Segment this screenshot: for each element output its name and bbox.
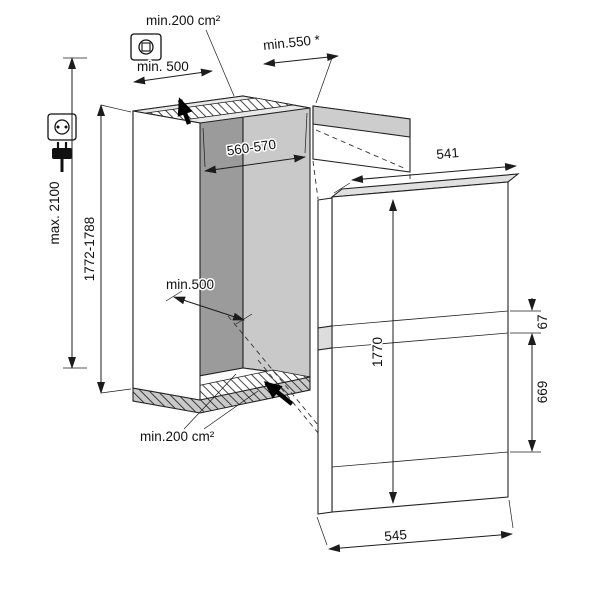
dim-ext	[508, 499, 514, 529]
dim-niche-depth-line	[263, 53, 339, 67]
recess-diagonal	[315, 129, 407, 170]
dim-appliance-base-depth-line	[328, 530, 513, 553]
leader-line	[203, 390, 259, 430]
label-appliance-base-depth: 545	[384, 527, 408, 544]
dim-ext	[315, 57, 333, 104]
upper-door-edge	[317, 197, 333, 329]
lower-door-edge	[317, 347, 333, 515]
dim-ext	[100, 104, 132, 113]
label-total-height: max. 2100	[47, 181, 62, 244]
label-appliance-depth: 541	[436, 145, 460, 162]
dim-base-depth-line	[173, 296, 245, 321]
lower-section-line	[331, 451, 509, 468]
recess-top-strip	[312, 105, 411, 138]
label-top-vent-area: min.200 cm²	[146, 13, 221, 28]
niche-cutaway	[132, 95, 311, 414]
projection-line	[227, 315, 333, 443]
appliance-body	[331, 181, 509, 513]
airflow-arrow-top	[177, 97, 193, 125]
label-appliance-height: 1770	[370, 337, 385, 367]
dim-ext	[333, 182, 351, 194]
niche-left-wall	[132, 110, 201, 401]
dim-ext	[304, 112, 308, 154]
dim-top-vent-width-line	[133, 68, 213, 85]
compartment-split-lower	[331, 332, 509, 349]
dim-appliance-depth-line	[351, 162, 517, 184]
dim-ext	[316, 516, 328, 546]
label-base-vent-area: min.200 cm²	[140, 429, 215, 444]
label-lower-door-height: 669	[535, 381, 550, 404]
door-divider	[317, 325, 333, 351]
leader-line	[205, 29, 235, 97]
dim-niche-width-line	[204, 154, 306, 174]
power-plug-icon	[52, 142, 72, 172]
junction-box-icon	[130, 33, 162, 61]
niche-side-panel	[242, 95, 311, 378]
leader-line	[183, 373, 237, 430]
compartment-split-upper	[331, 310, 509, 327]
dimensions: max. 2100 1772-1788 560-570 min. 500 min…	[46, 12, 552, 553]
label-base-depth: min.500	[166, 277, 214, 292]
dim-ext	[100, 388, 132, 394]
projection-line	[312, 160, 319, 200]
airflow-arrow-bottom	[263, 381, 294, 406]
dim-tick	[165, 290, 183, 302]
label-niche-height: 1772-1788	[82, 217, 97, 282]
dim-tick	[235, 313, 253, 325]
top-recess-section	[312, 105, 411, 173]
label-door-gap: 67	[535, 314, 550, 329]
label-top-vent-width: min. 500	[137, 59, 189, 74]
appliance	[317, 173, 520, 515]
label-niche-depth: min.550 *	[262, 32, 321, 53]
